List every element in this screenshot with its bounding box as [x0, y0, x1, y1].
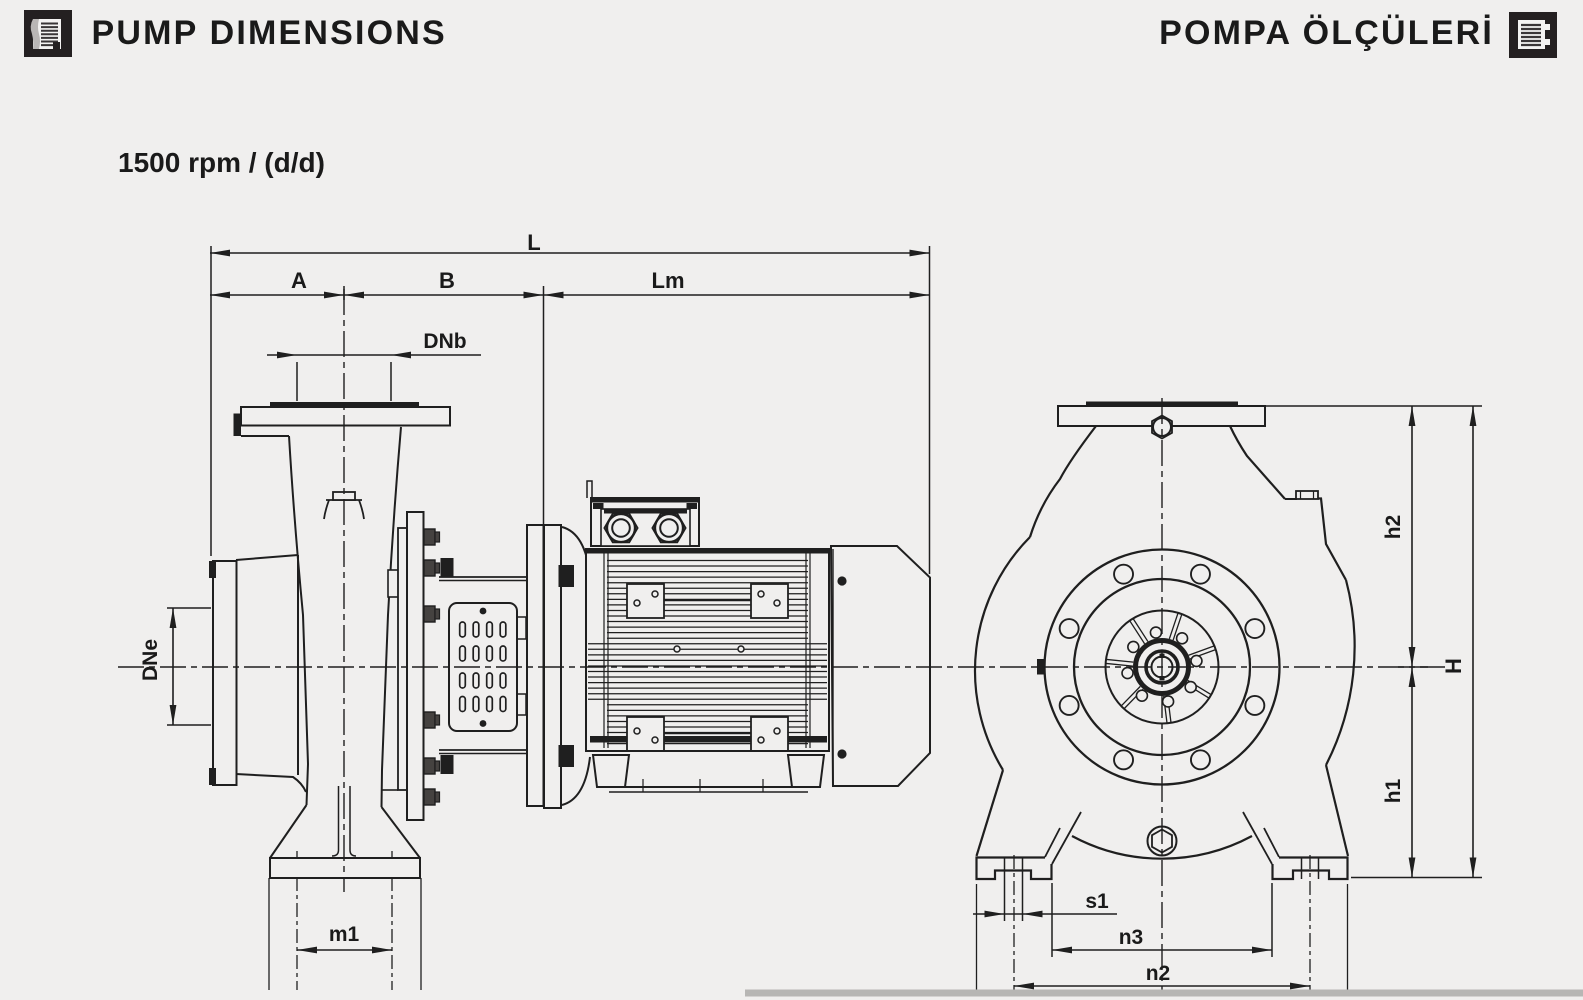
svg-text:h2: h2 [1382, 515, 1405, 540]
svg-text:s1: s1 [1085, 890, 1109, 913]
svg-text:m1: m1 [329, 923, 360, 946]
svg-text:n2: n2 [1146, 962, 1171, 985]
svg-text:n3: n3 [1119, 926, 1144, 949]
svg-text:A: A [291, 268, 307, 293]
svg-text:1500 rpm / (d/d): 1500 rpm / (d/d) [118, 147, 325, 178]
svg-text:POMPA ÖLÇÜLERİ: POMPA ÖLÇÜLERİ [1159, 14, 1494, 52]
svg-text:B: B [439, 268, 455, 293]
svg-text:L: L [527, 230, 540, 255]
svg-text:h1: h1 [1382, 778, 1405, 803]
svg-text:DNe: DNe [139, 639, 162, 681]
svg-text:Lm: Lm [652, 268, 685, 293]
svg-text:H: H [1441, 658, 1466, 674]
svg-text:PUMP DIMENSIONS: PUMP DIMENSIONS [92, 14, 447, 52]
svg-text:DNb: DNb [423, 330, 466, 353]
